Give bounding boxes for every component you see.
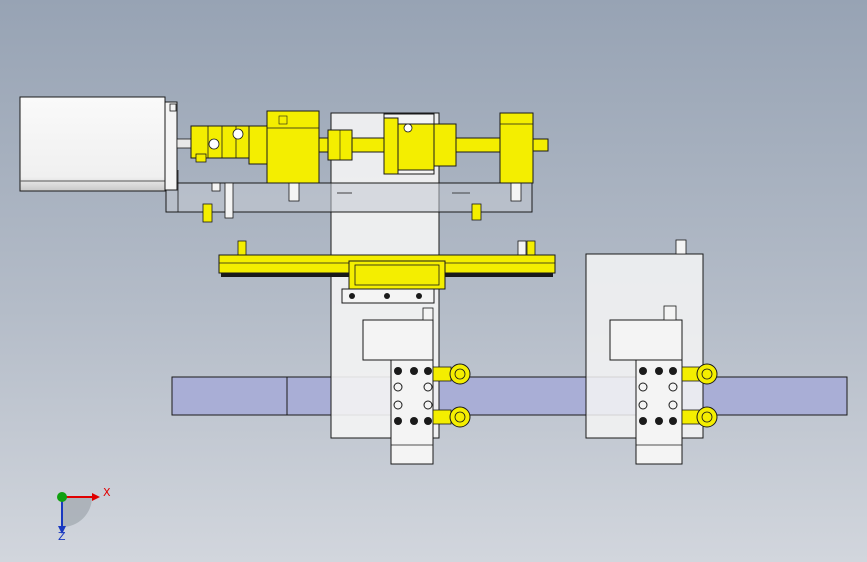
clamp-bracket-center[interactable] [362,307,434,465]
bearing-block-left[interactable] [266,110,320,184]
locating-pins [202,203,536,256]
bottom-rail[interactable] [171,376,848,416]
clamp-bracket-right[interactable] [609,305,683,465]
axis-triad [57,492,100,534]
axis-z-label: Z [58,530,66,543]
servo-motor[interactable] [19,96,192,192]
shaft-coupling[interactable] [190,125,268,165]
upper-base-plate[interactable] [165,170,533,219]
axis-x-label: X [103,486,111,499]
bearing-block-right[interactable] [499,112,534,184]
screw-nut[interactable] [383,113,457,175]
clamp-knobs-right[interactable] [681,363,718,428]
guide-carriage[interactable] [341,260,446,304]
clamp-knobs-center[interactable] [432,363,471,428]
